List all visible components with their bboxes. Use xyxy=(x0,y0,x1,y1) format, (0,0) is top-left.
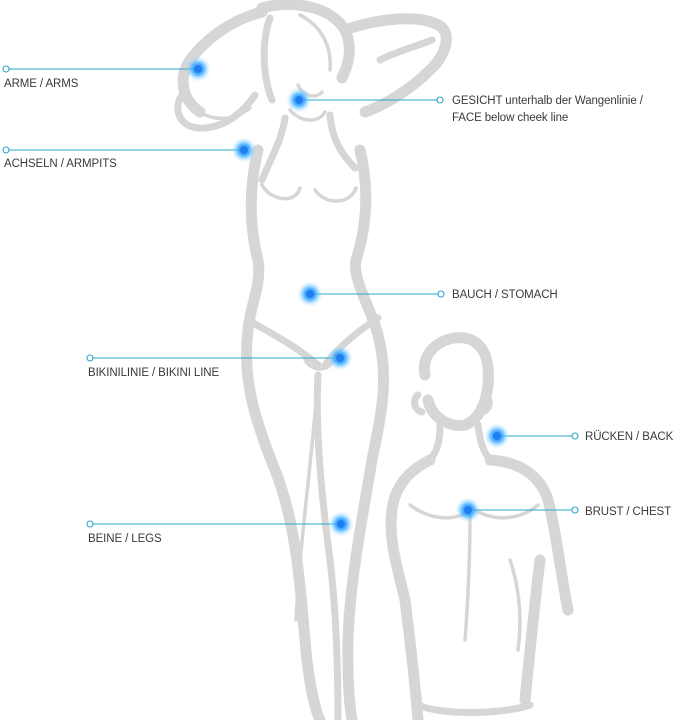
spot-core-legs xyxy=(337,520,345,528)
endpoint-face xyxy=(436,96,444,104)
endpoint-arms xyxy=(2,65,10,73)
endpoint-stomach xyxy=(437,290,445,298)
spot-core-stomach xyxy=(306,290,314,298)
label-face-line-1: GESICHT unterhalb der Wangenlinie / xyxy=(452,95,643,107)
spot-core-armpits xyxy=(240,146,248,154)
endpoint-chest xyxy=(571,506,579,514)
label-armpits: ACHSELN / ARMPITS xyxy=(4,156,117,173)
label-chest: BRUST / CHEST xyxy=(585,504,671,521)
label-face: GESICHT unterhalb der Wangenlinie / FACE… xyxy=(452,93,643,127)
endpoint-back xyxy=(571,432,579,440)
label-legs: BEINE / LEGS xyxy=(88,531,162,548)
endpoint-legs xyxy=(86,520,94,528)
label-face-line-2: FACE below cheek line xyxy=(452,112,569,124)
label-back-line: RÜCKEN / BACK xyxy=(585,431,674,443)
spot-core-chest xyxy=(464,506,472,514)
label-stomach-line: BAUCH / STOMACH xyxy=(452,289,558,301)
spot-core-arms xyxy=(194,65,202,73)
spot-core-bikini xyxy=(336,354,344,362)
label-chest-line: BRUST / CHEST xyxy=(585,506,672,518)
endpoint-armpits xyxy=(2,146,10,154)
label-arms-line: ARME / ARMS xyxy=(4,78,79,90)
spot-core-face xyxy=(295,96,303,104)
label-back: RÜCKEN / BACK xyxy=(585,429,673,446)
endpoint-bikini xyxy=(86,354,94,362)
label-stomach: BAUCH / STOMACH xyxy=(452,287,558,304)
label-armpits-line: ACHSELN / ARMPITS xyxy=(4,158,117,170)
label-bikini: BIKINILINIE / BIKINI LINE xyxy=(88,365,219,382)
markers xyxy=(2,56,579,537)
female-silhouette xyxy=(174,0,452,720)
label-arms: ARME / ARMS xyxy=(4,76,78,93)
spot-core-back xyxy=(493,432,501,440)
label-legs-line: BEINE / LEGS xyxy=(88,533,162,545)
label-bikini-line: BIKINILINIE / BIKINI LINE xyxy=(88,367,220,379)
male-silhouette xyxy=(385,332,574,720)
